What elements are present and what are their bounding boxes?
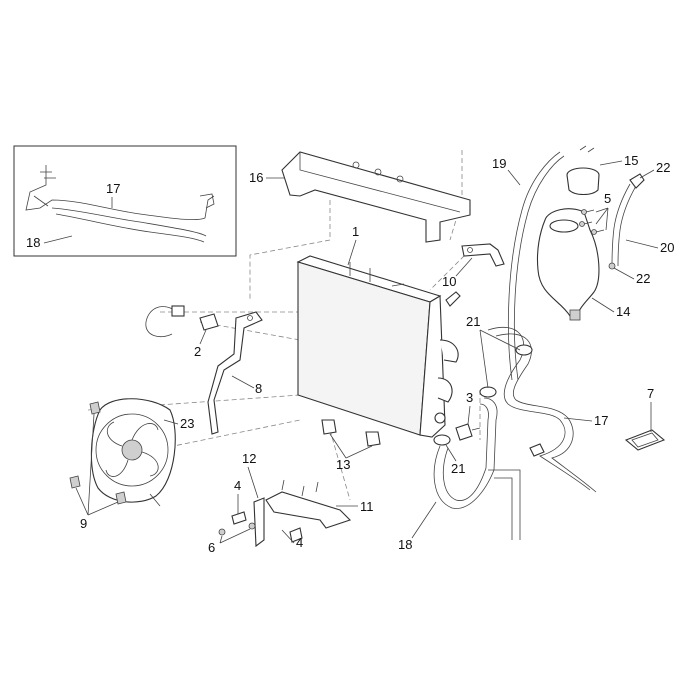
assembly-guide-lines [87, 150, 481, 501]
callout-9: 9 [80, 516, 87, 531]
bracket-body [281, 151, 471, 243]
part-6-washers: 6 [208, 522, 256, 555]
callout-3: 3 [466, 390, 473, 405]
part-17-hose: 17 [487, 327, 608, 493]
callout-1: 1 [352, 224, 359, 239]
callout-17-right: 17 [594, 413, 608, 428]
callout-13: 13 [336, 457, 350, 472]
callout-2: 2 [194, 344, 201, 359]
callout-17-inset: 17 [106, 181, 120, 196]
part-18-lower-hose: 18 [398, 397, 521, 552]
part-7-gasket: 7 [624, 386, 666, 451]
inset-hose-detail: 17 18 [13, 145, 237, 257]
part-4-bolts: 4 4 [231, 478, 303, 550]
part-21-hose-clamps: 21 21 [433, 314, 533, 476]
callout-18-inset: 18 [26, 235, 40, 250]
part-12-bracket: 12 [242, 451, 265, 548]
callout-7: 7 [647, 386, 654, 401]
part-15-tank-cap: 15 [566, 145, 638, 196]
callout-20: 20 [660, 240, 674, 255]
callout-21-bottom: 21 [451, 461, 465, 476]
radiator-lower-outlet [437, 377, 453, 403]
part-9-rubber-mounts: 9 [69, 401, 127, 531]
inset-hose-fitting [33, 171, 56, 207]
radiator-cap-neck [445, 291, 461, 307]
callout-19: 19 [492, 156, 506, 171]
part-20-hose: 22 20 22 [608, 160, 674, 286]
radiator-upper-outlet [439, 339, 459, 363]
radiator-side-tank [419, 295, 446, 438]
callout-15: 15 [624, 153, 638, 168]
part-10-small-bracket: 10 [442, 243, 505, 289]
callout-4-left: 4 [234, 478, 241, 493]
part-3-fitting: 3 [455, 390, 481, 441]
callout-23: 23 [180, 416, 194, 431]
part-14-expansion-tank: 14 [536, 208, 630, 321]
part-2-sensor: 2 [145, 305, 219, 359]
callout-21-top: 21 [466, 314, 480, 329]
inset-hose-middle [51, 207, 207, 237]
part-16-upper-bracket: 16 [249, 151, 471, 243]
callout-5: 5 [604, 191, 611, 206]
callout-10: 10 [442, 274, 456, 289]
callout-22-bottom: 22 [636, 271, 650, 286]
part-19-overflow-hose: 19 [492, 151, 565, 381]
callout-18-lower: 18 [398, 537, 412, 552]
inset-frame [13, 145, 237, 257]
inset-hose-lower [55, 213, 205, 243]
part-1-radiator: 1 [296, 224, 461, 438]
callout-16: 16 [249, 170, 263, 185]
callout-11: 11 [360, 499, 374, 514]
callout-14: 14 [616, 304, 630, 319]
inset-hose-end [199, 193, 215, 209]
callout-22-top: 22 [656, 160, 670, 175]
callout-12: 12 [242, 451, 256, 466]
part-5-screws: 5 [579, 191, 611, 235]
callout-8: 8 [255, 381, 262, 396]
callout-4-right: 4 [296, 535, 303, 550]
part-11-mount-plate: 11 [265, 479, 374, 529]
part-23-cooling-fan: 23 [90, 398, 194, 507]
radiator-drain [434, 412, 446, 424]
part-13-grommets: 13 [321, 419, 381, 472]
part-8-fan-bracket: 8 [207, 311, 263, 435]
callout-6: 6 [208, 540, 215, 555]
inset-hose-upper [25, 165, 215, 221]
